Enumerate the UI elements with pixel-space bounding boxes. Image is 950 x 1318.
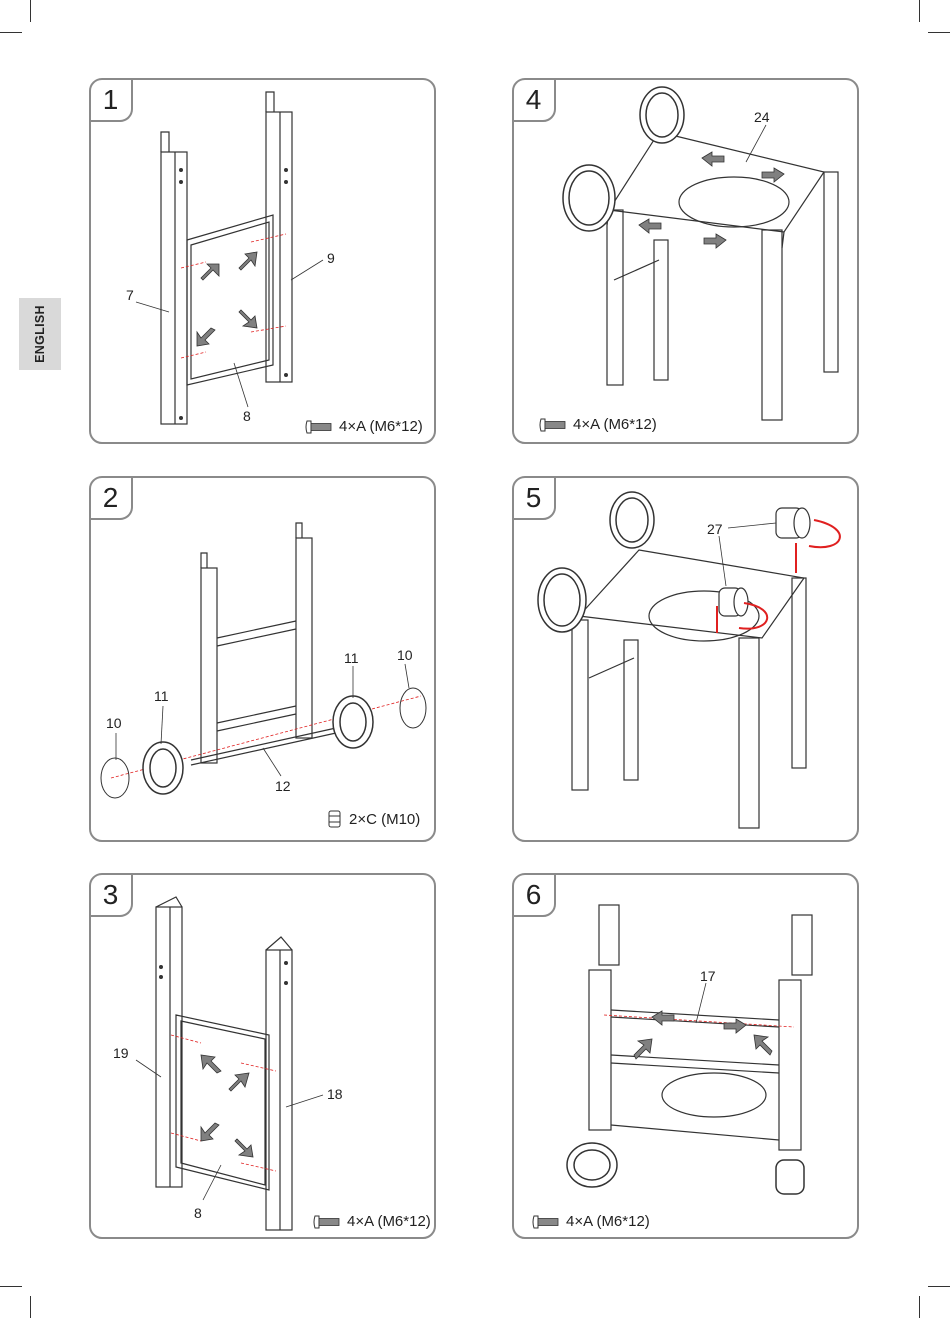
- part-label: 9: [327, 250, 335, 266]
- bolt-icon: [539, 418, 567, 432]
- step-panel-1: 7 9 8 1 4×A (M6*12): [89, 78, 436, 444]
- step-number: 2: [89, 476, 133, 520]
- crop-mark: [919, 1296, 920, 1318]
- hardware-callout: 4×A (M6*12): [313, 1213, 431, 1230]
- part-label: 10: [397, 647, 413, 663]
- hardware-callout: 2×C (M10): [327, 810, 420, 828]
- crop-mark: [919, 0, 920, 22]
- part-label: 7: [126, 287, 134, 303]
- step-3-illustration: 19 18 8: [91, 875, 436, 1239]
- part-label: 8: [194, 1205, 202, 1221]
- hardware-text: 4×A (M6*12): [339, 418, 423, 435]
- crop-mark: [30, 0, 31, 22]
- step-panel-3: 19 18 8 3 4×A (M6*12): [89, 873, 436, 1239]
- step-number: 5: [512, 476, 556, 520]
- part-label: 19: [113, 1045, 129, 1061]
- crop-mark: [30, 1296, 31, 1318]
- step-panel-6: 17 6 4×A (M6*12): [512, 873, 859, 1239]
- nut-icon: [327, 810, 343, 828]
- step-number: 1: [89, 78, 133, 122]
- part-label: 12: [275, 778, 291, 794]
- step-number: 3: [89, 873, 133, 917]
- step-panel-2: 11 10 11 10 12 2 2×C (M10): [89, 476, 436, 842]
- bolt-icon: [305, 420, 333, 434]
- part-label: 18: [327, 1086, 343, 1102]
- step-2-illustration: 11 10 11 10 12: [91, 478, 436, 842]
- bolt-icon: [313, 1215, 341, 1229]
- language-tab: ENGLISH: [19, 298, 61, 370]
- hardware-text: 2×C (M10): [349, 811, 420, 828]
- bolt-icon: [532, 1215, 560, 1229]
- crop-mark: [928, 1286, 950, 1287]
- step-4-illustration: 24: [514, 80, 859, 444]
- hardware-callout: 4×A (M6*12): [539, 416, 657, 433]
- hardware-text: 4×A (M6*12): [566, 1213, 650, 1230]
- part-label: 11: [344, 650, 359, 666]
- part-label: 24: [754, 109, 770, 125]
- part-label: 11: [154, 688, 169, 704]
- part-label: 17: [700, 968, 716, 984]
- step-1-illustration: 7 9 8: [91, 80, 436, 444]
- part-label: 8: [243, 408, 251, 424]
- step-number: 4: [512, 78, 556, 122]
- crop-mark: [0, 1286, 22, 1287]
- hardware-callout: 4×A (M6*12): [532, 1213, 650, 1230]
- part-label: 10: [106, 715, 122, 731]
- step-panel-4: 24 4 4×A (M6*12): [512, 78, 859, 444]
- language-tab-label: ENGLISH: [33, 305, 47, 363]
- step-panel-5: 27 5: [512, 476, 859, 842]
- step-6-illustration: 17: [514, 875, 859, 1239]
- step-5-illustration: 27: [514, 478, 859, 842]
- part-label: 27: [707, 521, 723, 537]
- step-number: 6: [512, 873, 556, 917]
- hardware-text: 4×A (M6*12): [573, 416, 657, 433]
- crop-mark: [0, 32, 22, 33]
- hardware-callout: 4×A (M6*12): [305, 418, 423, 435]
- crop-mark: [928, 32, 950, 33]
- hardware-text: 4×A (M6*12): [347, 1213, 431, 1230]
